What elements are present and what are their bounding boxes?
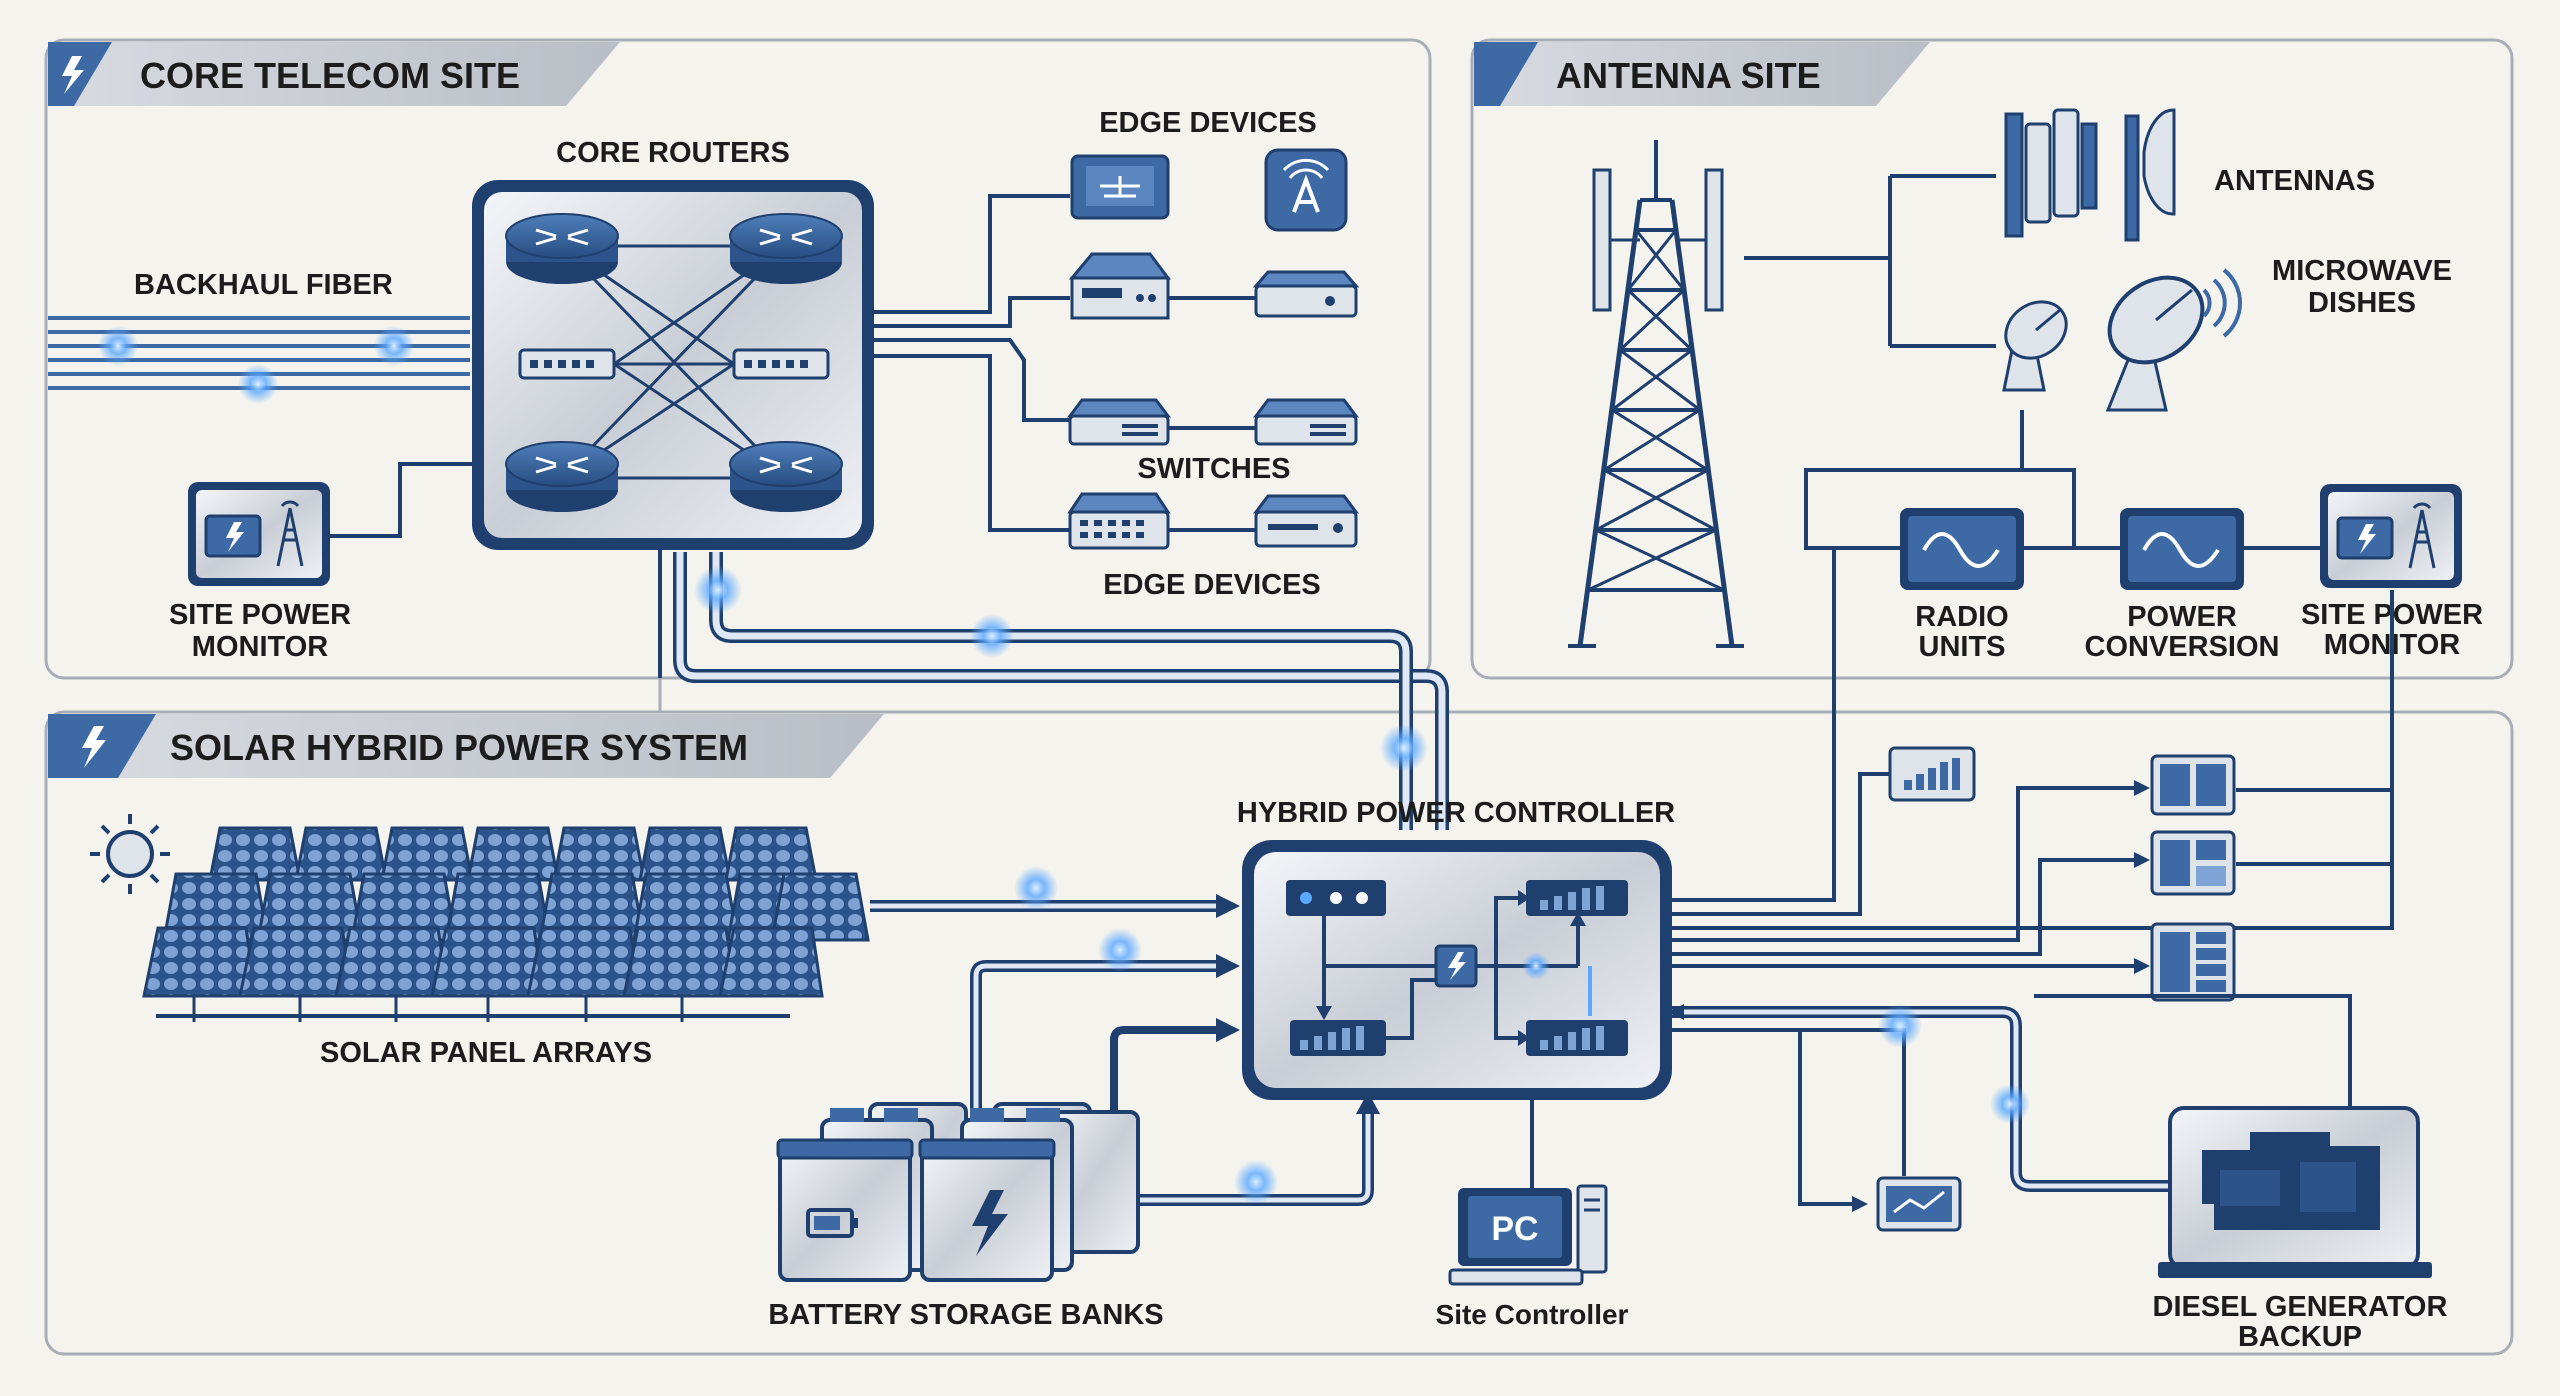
radio-units-label: RADIO (1915, 601, 2008, 633)
diesel-generator (2158, 1106, 2432, 1278)
router-icon (505, 213, 619, 284)
wireless-ap-icon (1264, 148, 1348, 232)
lightning-icon (82, 726, 106, 768)
site-power-monitor (2320, 484, 2462, 588)
section-title: CORE TELECOM SITE (140, 55, 520, 96)
switch-icon (1067, 398, 1171, 446)
switch-icon (518, 348, 616, 380)
monitor-display-icon (1876, 1176, 1962, 1232)
microwave-dish-icon (2002, 300, 2068, 392)
hybrid-power-controller (1242, 840, 1672, 1100)
load-panel-icon (2150, 754, 2236, 816)
edge-devices-label: EDGE DEVICES (1099, 107, 1317, 139)
edge-router-icon (1253, 494, 1359, 548)
meter-icon (1888, 746, 1976, 802)
battery-storage-banks (776, 1102, 1140, 1282)
edge-links (874, 194, 1256, 532)
radio-units-label: UNITS (1919, 631, 2006, 663)
sine-wave-icon (1922, 532, 2000, 568)
pc-icon: PC (1448, 1184, 1608, 1286)
router-icon (729, 441, 843, 512)
core-routers (472, 180, 874, 550)
site-power-monitor-label: MONITOR (192, 631, 328, 663)
core-telecom-banner: CORE TELECOM SITE (48, 42, 620, 106)
antennas-label: ANTENNAS (2214, 165, 2375, 197)
solar-panel-arrays (142, 826, 870, 1022)
cell-tower (1568, 140, 1744, 648)
load-panel-icon (2150, 922, 2236, 1002)
microwave-dishes-label: MICROWAVE (2272, 255, 2452, 287)
patch-panel-icon (1067, 492, 1171, 550)
tower-icon (276, 507, 304, 567)
solar-panel-arrays-label: SOLAR PANEL ARRAYS (320, 1037, 652, 1069)
panel-antenna-icon (2124, 108, 2176, 242)
sun-icon (90, 814, 170, 894)
switches-label: SWITCHES (1137, 453, 1290, 485)
power-conversion-label: POWER (2127, 601, 2237, 633)
power-conversion-unit (2120, 508, 2244, 590)
section-title: ANTENNA SITE (1556, 55, 1821, 96)
load-panel-icon (2150, 830, 2236, 896)
solar-hybrid-banner: SOLAR HYBRID POWER SYSTEM (48, 714, 884, 778)
lightning-icon (1448, 952, 1466, 980)
edge-modem-icon (1252, 270, 1360, 318)
edge-device-icon (1070, 154, 1170, 220)
panel-antenna-icon (2004, 108, 2098, 238)
power-conversion-label: CONVERSION (2085, 631, 2280, 663)
site-power-monitor-label: SITE POWER (169, 599, 351, 631)
core-routers-label: CORE ROUTERS (556, 137, 790, 169)
switch-icon (1253, 398, 1359, 446)
section-title: SOLAR HYBRID POWER SYSTEM (170, 727, 748, 768)
tower-icon (2408, 509, 2436, 569)
diesel-generator-label: DIESEL GENERATOR (2153, 1291, 2448, 1323)
antenna-site-panel (1470, 38, 2514, 680)
site-controller-label: Site Controller (1436, 1299, 1629, 1330)
microwave-dish-icon (2105, 268, 2242, 412)
switch-icon (732, 348, 830, 380)
lightning-icon (62, 56, 84, 94)
pc-label: PC (1491, 1210, 1538, 1248)
microwave-dishes-label: DISHES (2308, 287, 2416, 319)
controller-outputs (1672, 546, 2394, 968)
sine-wave-icon (2142, 532, 2220, 568)
site-power-monitor (188, 482, 330, 586)
antenna-site-banner: ANTENNA SITE (1474, 42, 1930, 106)
edge-devices-label: EDGE DEVICES (1103, 569, 1321, 601)
diesel-generator-label: BACKUP (2238, 1321, 2362, 1353)
server-unit-icon (1068, 252, 1171, 320)
radio-unit (1900, 508, 2024, 590)
power-feed-core (673, 552, 1449, 830)
hybrid-power-controller-label: HYBRID POWER CONTROLLER (1237, 797, 1675, 829)
backhaul-fiber-label: BACKHAUL FIBER (134, 269, 393, 301)
battery-storage-banks-label: BATTERY STORAGE BANKS (768, 1299, 1163, 1331)
router-icon (729, 213, 843, 284)
router-icon (505, 441, 619, 512)
lightning-icon (972, 1190, 1008, 1256)
